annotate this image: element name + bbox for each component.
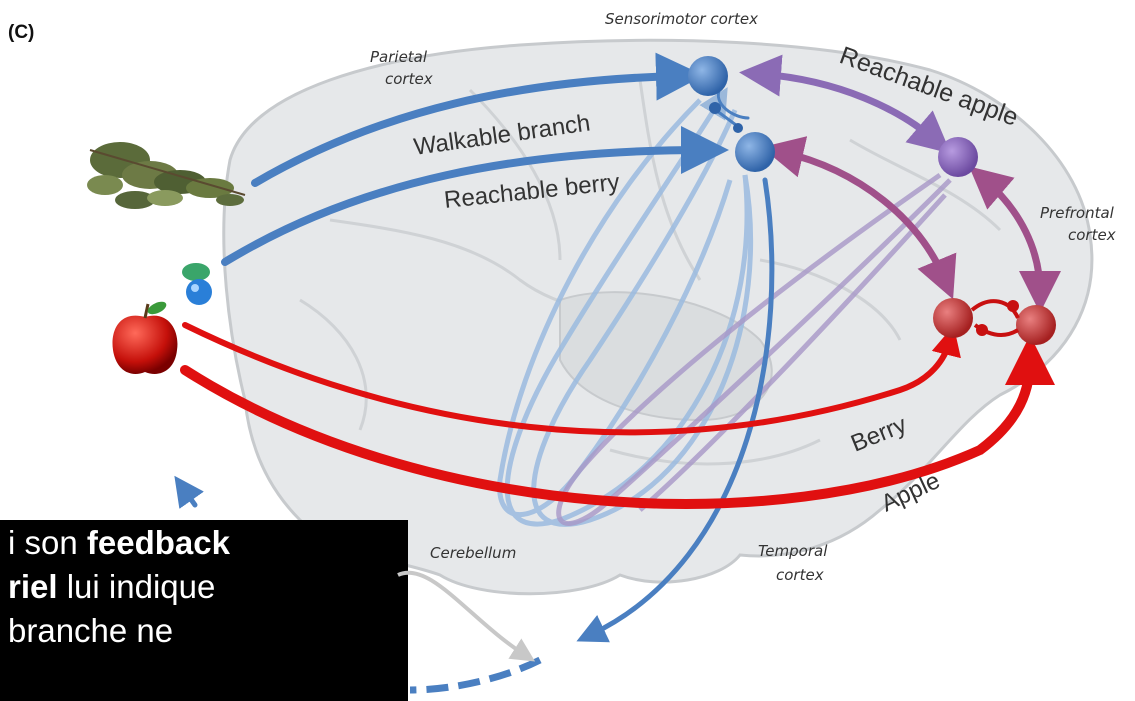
apple-icon	[112, 301, 178, 374]
dashed-feedback-path	[409, 656, 542, 694]
caption-riel-word: riel	[8, 568, 58, 605]
purple-pathways	[739, 54, 1061, 313]
parietal-cortex-label-line2: cortex	[385, 70, 433, 88]
caption-line-2: riel lui indique	[8, 564, 215, 609]
temporal-cortex-label-line2: cortex	[776, 566, 824, 584]
cerebellum-loops	[497, 87, 754, 527]
cerebellum-label: Cerebellum	[430, 544, 516, 562]
prefrontal-cortex-label-line2: cortex	[1068, 226, 1116, 244]
branch-leaves-icon	[87, 142, 246, 209]
berry-icon	[182, 263, 212, 305]
sensorimotor-node-lower	[709, 102, 775, 172]
caption-line-2-suffix: lui indique	[57, 568, 216, 605]
panel-label: (C)	[8, 22, 34, 43]
caption-box: i son feedback riel lui indique branche …	[0, 520, 408, 701]
caption-line-3: branche ne	[8, 612, 174, 649]
caption-line-1-prefix: i son	[8, 524, 87, 561]
caption-line-1: i son feedback	[8, 520, 230, 565]
prefrontal-red-nodes	[933, 298, 1056, 345]
temporal-cortex-label-line1: Temporal	[758, 542, 828, 560]
red-pathways	[180, 322, 1055, 509]
caption-pointer-arrow	[397, 570, 536, 662]
parietal-cortex-label-line1: Parietal	[370, 48, 428, 66]
prefrontal-purple-node	[938, 137, 978, 177]
sensorimotor-node-upper	[688, 56, 728, 96]
caption-feedback-word: feedback	[86, 524, 230, 561]
sensorimotor-cortex-label: Sensorimotor cortex	[605, 10, 758, 28]
prefrontal-cortex-label-line1: Prefrontal	[1040, 204, 1115, 222]
